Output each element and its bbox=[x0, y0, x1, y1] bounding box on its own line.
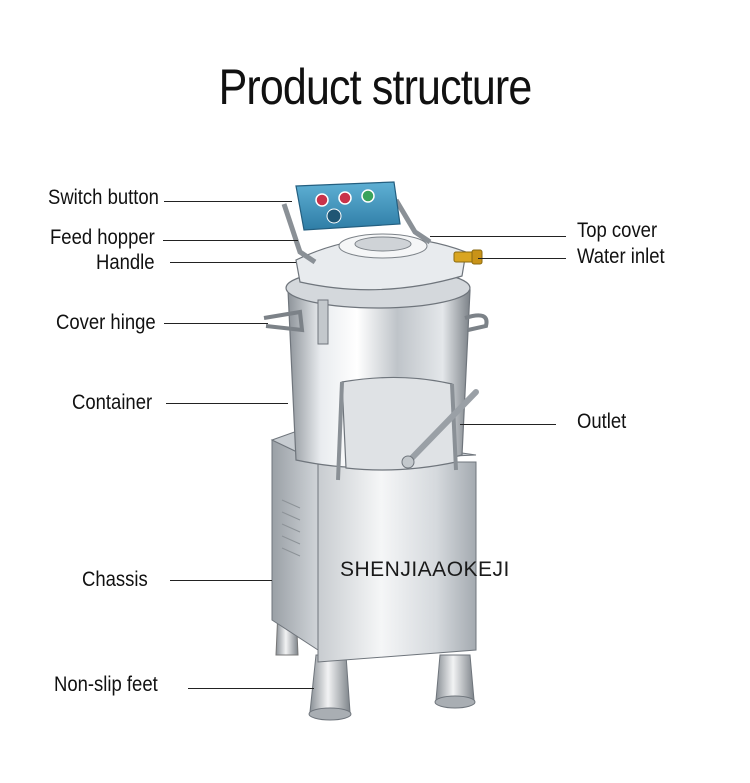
label-outlet: Outlet bbox=[577, 410, 627, 433]
outlet bbox=[336, 376, 479, 481]
non-slip-feet bbox=[275, 609, 476, 721]
label-non-slip-feet: Non-slip feet bbox=[54, 673, 158, 696]
label-cover-hinge: Cover hinge bbox=[56, 311, 156, 334]
top-cover bbox=[295, 233, 467, 291]
handle bbox=[281, 198, 432, 265]
leader-line bbox=[460, 424, 556, 425]
leader-line bbox=[430, 236, 566, 237]
label-top-cover: Top cover bbox=[577, 219, 658, 242]
leader-line bbox=[478, 258, 566, 259]
leader-line bbox=[166, 403, 288, 404]
switch-button-panel bbox=[295, 181, 401, 231]
leader-line bbox=[164, 201, 292, 202]
label-water-inlet: Water inlet bbox=[577, 245, 665, 268]
brand-text: SHENJIAAOKEJI bbox=[340, 558, 510, 581]
leader-line bbox=[188, 688, 314, 689]
label-switch-button: Switch button bbox=[48, 186, 159, 209]
leader-line bbox=[163, 240, 298, 241]
label-container: Container bbox=[72, 391, 153, 414]
page-title: Product structure bbox=[218, 59, 533, 115]
label-chassis: Chassis bbox=[82, 568, 148, 591]
leader-line bbox=[170, 580, 272, 581]
water-inlet bbox=[453, 249, 483, 265]
label-feed-hopper: Feed hopper bbox=[50, 226, 155, 249]
leader-line bbox=[170, 262, 296, 263]
label-handle: Handle bbox=[96, 251, 155, 274]
cover-hinge bbox=[263, 299, 489, 345]
leader-line bbox=[164, 323, 268, 324]
